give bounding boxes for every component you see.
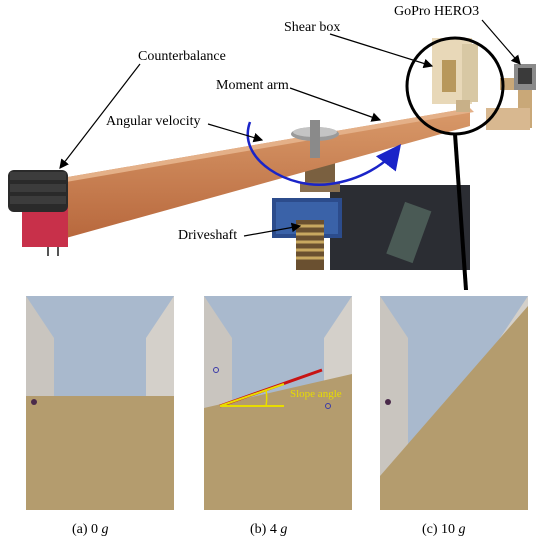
centrifuge-apparatus-illustration [8,19,536,290]
panel-c-photo [380,296,528,510]
label-driveshaft: Driveshaft [178,228,238,243]
label-angular-velocity: Angular velocity [106,114,201,129]
panel-a-photo [26,296,174,510]
caption-c-text: (c) 10 [422,522,459,537]
counterbalance-weights [8,170,68,256]
label-shear-box: Shear box [284,20,341,35]
caption-a-unit: g [101,522,109,537]
caption-a: (a) 0 g [72,522,109,538]
label-gopro: GoPro HERO3 [394,4,480,19]
caption-c-unit: g [458,522,466,537]
caption-c: (c) 10 g [422,522,466,538]
caption-b: (b) 4 g [250,522,287,538]
caption-b-text: (b) 4 [250,522,281,537]
moment-arm-beam [62,108,470,238]
zoom-arrow [453,133,469,290]
shear-box [432,38,478,112]
angular-velocity-arrow [246,121,402,187]
slope-angle-label: Slope angle [290,388,342,400]
caption-b-unit: g [280,522,288,537]
drive-housing [272,185,470,270]
label-moment-arm: Moment arm [216,78,289,93]
label-counterbalance: Counterbalance [138,49,226,64]
gopro-camera [486,64,536,130]
panel-b-photo [204,296,352,510]
caption-a-text: (a) 0 [72,522,102,537]
